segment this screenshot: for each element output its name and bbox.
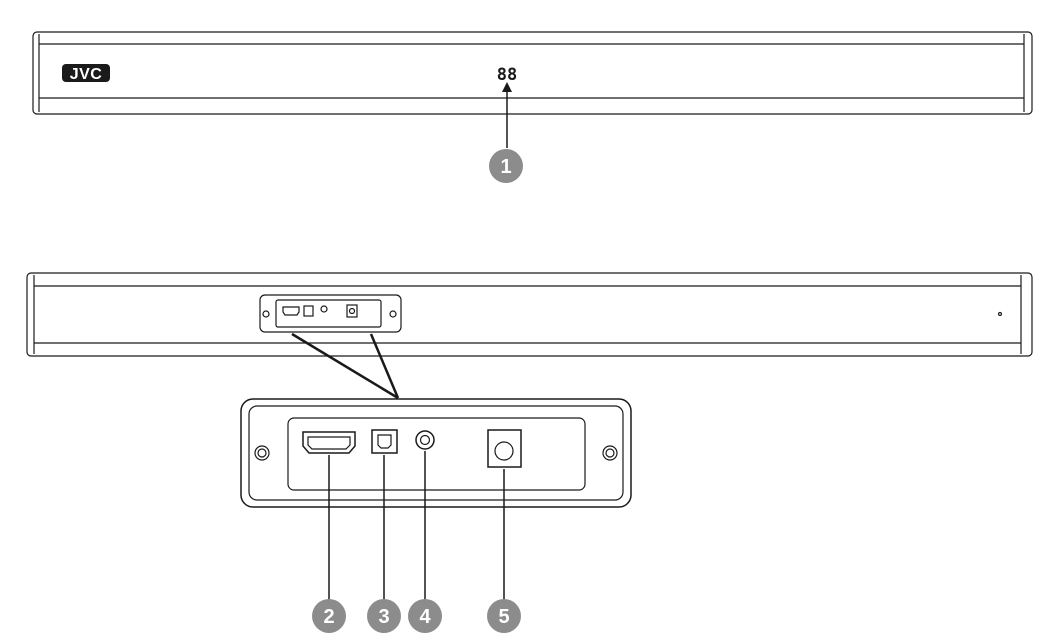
aux-jack-icon	[415, 430, 435, 450]
optical-port-icon	[371, 429, 398, 454]
zoom-line-left	[291, 332, 399, 400]
callout-5-badge	[487, 599, 521, 633]
callout-2-badge	[312, 599, 346, 633]
led-display-readout: 88	[497, 65, 517, 85]
callout-2: 2	[312, 599, 346, 633]
enlarged-left-screw-inner	[257, 448, 267, 458]
jvc-logo-badge	[62, 64, 110, 82]
callout-1-badge	[489, 149, 523, 183]
callout-5-number: 5	[498, 606, 509, 628]
enlarged-right-screw-outer	[602, 445, 618, 461]
front-bar-outline	[32, 31, 1033, 115]
rear-bar-right-screw-hole	[997, 311, 1003, 317]
connector-recess	[287, 417, 586, 491]
callout-5: 5	[487, 599, 521, 633]
callout-4: 4	[408, 599, 442, 633]
callout-4-number: 4	[419, 606, 431, 628]
enlarged-right-screw-inner	[605, 448, 615, 458]
rear-connector-panel-small	[259, 294, 402, 333]
soundbar-front-view: JVC 88	[32, 31, 1033, 148]
callout-1: 1	[489, 149, 523, 183]
small-panel-inner	[275, 299, 382, 328]
jvc-logo-text: JVC	[70, 66, 103, 83]
enlarged-panel-outer	[240, 398, 632, 508]
callout-2-number: 2	[323, 606, 334, 628]
hdmi-port-icon	[302, 431, 356, 454]
callout-1-arrowhead	[502, 82, 512, 92]
small-panel-right-screw	[389, 310, 397, 318]
small-panel-frame	[259, 294, 402, 333]
small-panel-left-screw	[262, 310, 270, 318]
callout-1-number: 1	[500, 156, 511, 178]
callout-4-badge	[408, 599, 442, 633]
enlarged-left-screw-outer	[254, 445, 270, 461]
enlarged-connector-panel	[240, 398, 632, 508]
callout-3-badge	[367, 599, 401, 633]
enlarged-panel-inner	[248, 405, 624, 501]
callout-3-number: 3	[378, 606, 389, 628]
small-dc-port-icon	[346, 304, 358, 318]
small-optical-port-icon	[303, 305, 314, 317]
soundbar-rear-view	[26, 272, 1033, 400]
small-aux-port-icon	[320, 305, 328, 313]
small-dc-port-pin	[348, 307, 356, 315]
callout-3: 3	[367, 599, 401, 633]
dc-power-port-icon	[487, 429, 522, 468]
rear-bar-outline	[26, 272, 1033, 357]
small-hdmi-port-icon	[282, 306, 300, 316]
zoom-line-right	[369, 333, 400, 399]
